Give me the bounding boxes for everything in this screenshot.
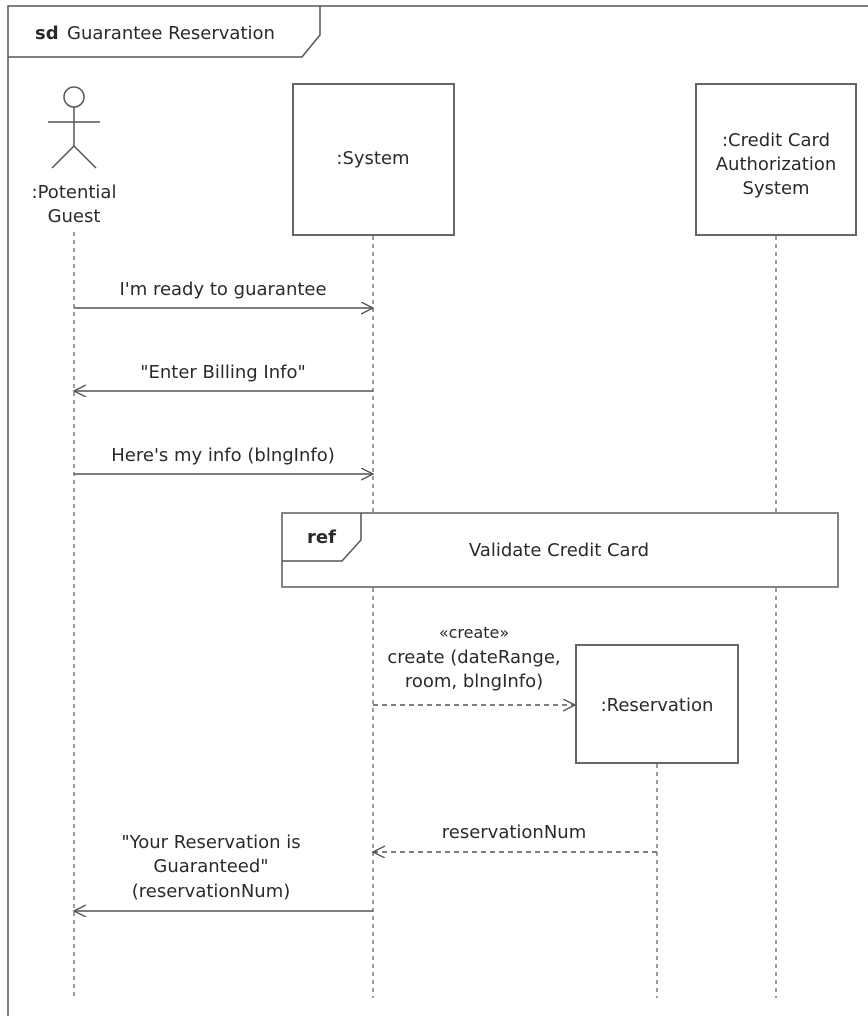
message-label-line1: "Your Reservation is [121,832,300,853]
ref-tab [282,513,362,562]
ref-fragment: ref Validate Credit Card [281,512,839,588]
stick-figure-icon [48,86,100,169]
message-label-line3: (reservationNum) [132,881,291,902]
actor-label-line1: :Potential [32,182,117,203]
message-reservation-guaranteed: "Your Reservation is Guaranteed" (reserv… [74,832,373,911]
ref-box [281,512,839,588]
lifeline-box-system [292,83,455,236]
message-stereotype: «create» [439,623,509,642]
frame-title-tab [8,6,321,58]
message-label: "Enter Billing Info" [140,362,306,383]
lifeline-credit-card-head: :Credit Card Authorization System [695,83,857,236]
message-label: reservationNum [442,822,587,843]
lifeline-box-credit-card [695,83,857,236]
frame-border [7,5,868,1016]
lifeline-credit-label-line1: :Credit Card [722,130,830,151]
frame-operator: sd [35,23,59,44]
message-label-line2: Guaranteed" [153,856,268,877]
frame-title: Guarantee Reservation [67,23,275,44]
message-ready-to-guarantee: I'm ready to guarantee [74,279,373,308]
actor-label-line2: Guest [48,206,101,227]
message-label-line2: room, blngInfo) [405,671,543,692]
lifeline-reservation-head: :Reservation [575,644,739,764]
actor-potential-guest: :Potential Guest [32,86,117,227]
message-label: Here's my info (blngInfo) [111,445,335,466]
lifeline-reservation-label: :Reservation [601,695,714,716]
ref-label: Validate Credit Card [469,540,649,561]
ref-tag: ref [307,527,336,548]
lifeline-credit-label-line3: System [742,178,809,199]
diagram-frame: sd Guarantee Reservation [7,5,868,1016]
lifeline-box-reservation [575,644,739,764]
message-heres-my-info: Here's my info (blngInfo) [74,445,373,474]
message-label-line1: create (dateRange, [387,647,560,668]
lifeline-system-head: :System [292,83,455,236]
lifeline-system-label: :System [336,148,409,169]
message-label: I'm ready to guarantee [119,279,326,300]
message-reservation-num: reservationNum [373,822,657,852]
lifeline-credit-label-line2: Authorization [716,154,837,175]
message-enter-billing-info: "Enter Billing Info" [74,362,373,391]
message-create-reservation: «create» create (dateRange, room, blngIn… [373,623,575,705]
